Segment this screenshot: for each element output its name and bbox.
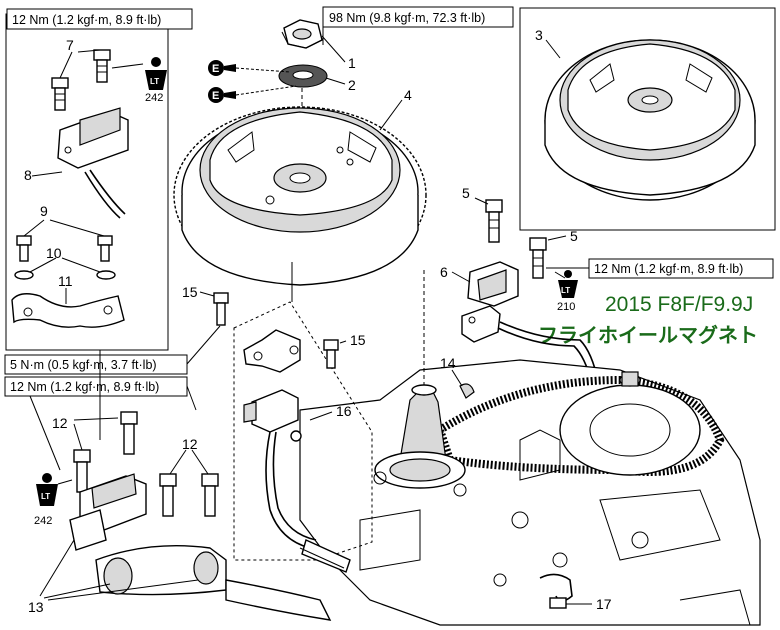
part-label-12b: 12 xyxy=(182,436,198,452)
bolt-7b xyxy=(93,49,111,83)
loctite-210-badge-b: LT 210 xyxy=(554,270,578,313)
part-label-7: 7 xyxy=(66,37,74,53)
bolt-15a xyxy=(213,292,229,326)
flywheel-nut-1 xyxy=(281,19,323,49)
part-label-6: 6 xyxy=(440,264,448,280)
svg-text:E: E xyxy=(212,90,219,102)
coil-bracket xyxy=(243,329,301,373)
part-label-14: 14 xyxy=(440,355,456,371)
svg-text:242: 242 xyxy=(34,515,52,527)
wire-17 xyxy=(539,573,573,609)
svg-text:210: 210 xyxy=(557,301,575,313)
torque-spec-4: 5 N·m (0.5 kgf·m, 3.7 ft·lb) xyxy=(10,358,157,372)
loctite-242-badge-a: LT 242 xyxy=(111,57,167,104)
part-label-17: 17 xyxy=(596,596,612,612)
part-label-12a: 12 xyxy=(52,415,68,431)
lubricant-e-badge-1: E xyxy=(208,60,291,76)
svg-text:LT: LT xyxy=(561,286,570,295)
part-label-5b: 5 xyxy=(570,228,578,244)
bracket-11 xyxy=(11,293,125,328)
part-label-11: 11 xyxy=(58,273,73,289)
bolt-12c xyxy=(159,473,177,517)
engine-block xyxy=(299,359,761,626)
bolt-12a xyxy=(120,411,138,455)
coil-mount-outline xyxy=(233,301,373,561)
svg-text:LT: LT xyxy=(150,77,159,86)
bolt-5a xyxy=(485,199,503,243)
svg-text:E: E xyxy=(212,63,219,75)
torque-box-2 xyxy=(322,6,514,28)
part-label-10: 10 xyxy=(46,245,62,261)
part-label-3: 3 xyxy=(535,27,543,43)
svg-text:242: 242 xyxy=(145,92,163,104)
diagram-subtitle: フライホイールマグネト xyxy=(538,323,758,347)
loctite-242-badge-c: LT 242 xyxy=(34,473,73,527)
part-label-1: 1 xyxy=(348,55,356,71)
torque-box-4 xyxy=(4,354,188,375)
bolt-15b xyxy=(323,339,339,369)
part-label-4: 4 xyxy=(404,87,412,103)
bolt-5b xyxy=(529,237,547,279)
torque-box-1 xyxy=(6,8,193,30)
pulser-coil-8 xyxy=(57,107,129,219)
part-label-9: 9 xyxy=(40,203,48,219)
part-label-5a: 5 xyxy=(462,185,470,201)
bolt-7a xyxy=(51,77,69,111)
flywheel-3 xyxy=(544,39,756,201)
bolt-12d xyxy=(201,473,219,517)
diagram-title: 2015 F8F/F9.9J xyxy=(605,293,753,316)
woodruff-key-14 xyxy=(459,383,475,399)
screw-9b xyxy=(97,235,113,262)
part-label-16: 16 xyxy=(336,403,352,419)
torque-spec-1: 12 Nm (1.2 kgf·m, 8.9 ft·lb) xyxy=(12,13,161,27)
part-label-15a: 15 xyxy=(182,284,198,300)
lubricant-e-badge-2: E xyxy=(208,85,297,103)
inset-box-right xyxy=(519,7,776,231)
flywheel-4 xyxy=(173,106,427,286)
pulser-coil-13 xyxy=(69,473,332,621)
part-label-8: 8 xyxy=(24,167,32,183)
torque-spec-3: 12 Nm (1.2 kgf·m, 8.9 ft·lb) xyxy=(594,262,743,276)
part-label-13: 13 xyxy=(28,599,44,615)
bolt-12b xyxy=(73,449,91,493)
washer-10b xyxy=(96,270,116,280)
part-label-2: 2 xyxy=(348,77,356,93)
charge-coil-16 xyxy=(243,389,351,573)
torque-spec-2: 98 Nm (9.8 kgf·m, 72.3 ft·lb) xyxy=(329,11,485,25)
screw-9a xyxy=(16,235,32,262)
svg-text:LT: LT xyxy=(41,492,50,501)
part-label-15b: 15 xyxy=(350,332,366,348)
washer-10a xyxy=(14,270,34,280)
washer-2 xyxy=(278,64,328,88)
torque-spec-5: 12 Nm (1.2 kgf·m, 8.9 ft·lb) xyxy=(10,380,159,394)
